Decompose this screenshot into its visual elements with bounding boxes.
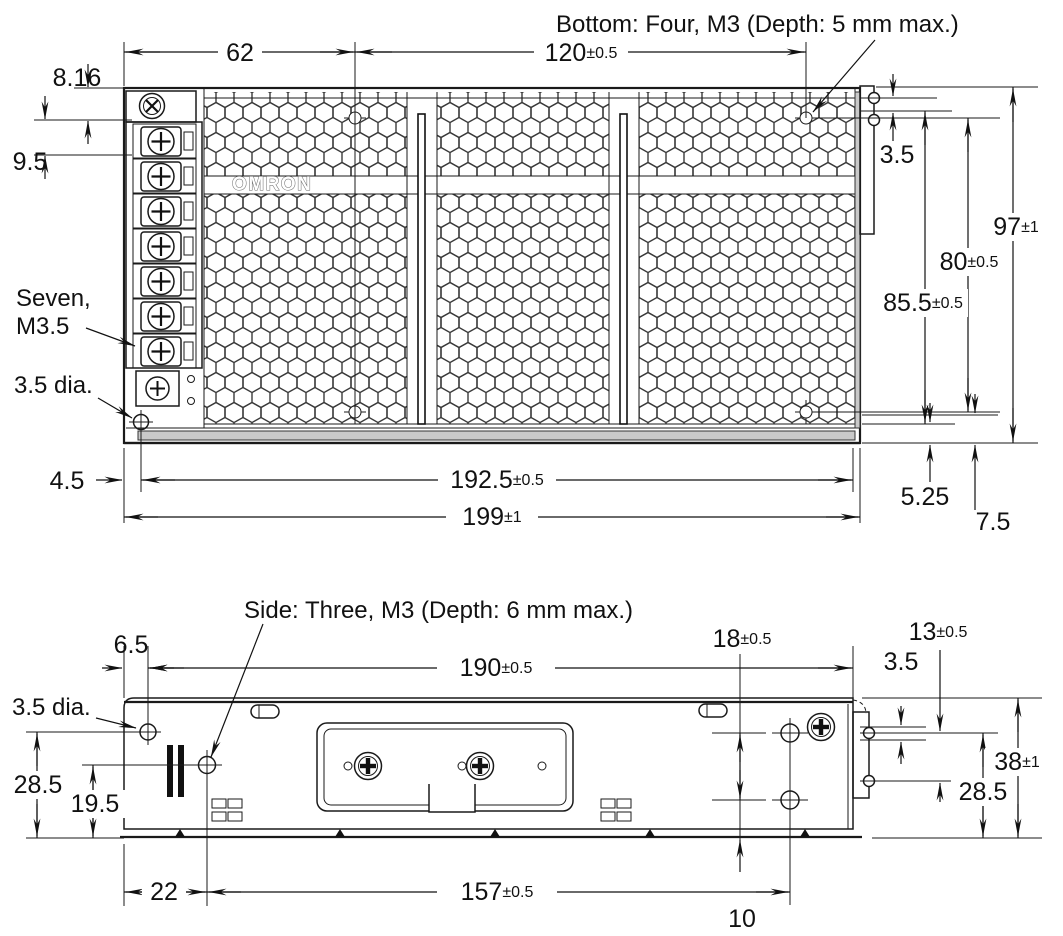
- feet: [175, 829, 810, 837]
- top-view: OMRON: [13, 11, 1046, 536]
- side-view-chassis-outline: [123, 697, 854, 830]
- vent-grid-right: [600, 798, 632, 822]
- top-pill-slots: [250, 703, 728, 719]
- terminal-block: [125, 90, 203, 437]
- callout-side-holes: Side: Three, M3 (Depth: 6 mm max.): [244, 597, 633, 624]
- vent-slot-bar: [178, 745, 184, 797]
- bottom-edge-strip: [137, 430, 856, 441]
- dim-62: 62: [226, 39, 254, 67]
- side-view-dimensions: Side: Three, M3 (Depth: 6 mm max.) 6.5 1…: [10, 597, 1049, 933]
- side-view: Side: Three, M3 (Depth: 6 mm max.) 6.5 1…: [10, 597, 1049, 933]
- dim-3.5-side: 3.5: [884, 648, 919, 676]
- dim-28.5-right: 28.5: [959, 778, 1008, 806]
- dim-5.25: 5.25: [901, 483, 950, 511]
- ground-screw-block: [125, 90, 197, 123]
- dim-19.5: 19.5: [71, 790, 120, 818]
- dim-18: 18±0.5: [713, 625, 772, 653]
- side-corner-hole: [135, 719, 161, 745]
- dim-97: 97±1: [993, 213, 1039, 241]
- dim-8.16: 8.16: [53, 64, 102, 92]
- top-view-dimensions: Bottom: Four, M3 (Depth: 5 mm max.) 62 1…: [13, 11, 1046, 536]
- callout-seven-line2: M3.5: [16, 313, 69, 340]
- callout-seven-line1: Seven,: [16, 285, 91, 312]
- corner-mounting-hole: [129, 410, 153, 434]
- callout-hole-top: 3.5 dia.: [14, 372, 93, 399]
- dim-199: 199±1: [462, 503, 522, 531]
- vent-slot-bar: [167, 745, 173, 797]
- side-screw: [806, 712, 836, 742]
- dim-190: 190±0.5: [460, 654, 533, 682]
- dim-192.5: 192.5±0.5: [450, 466, 544, 494]
- dim-38: 38±1: [994, 748, 1040, 776]
- ground-screw-icon: [138, 92, 166, 120]
- vent-mesh: [203, 88, 856, 428]
- dim-85.5: 85.5±0.5: [883, 289, 963, 317]
- dim-13: 13±0.5: [909, 618, 968, 646]
- dim-157: 157±0.5: [461, 878, 534, 906]
- dim-22: 22: [150, 878, 178, 906]
- din-bracket-top-view: [854, 85, 881, 429]
- callout-bottom-holes: Bottom: Four, M3 (Depth: 5 mm max.): [556, 11, 959, 38]
- dim-4.5: 4.5: [50, 467, 85, 495]
- din-rail-recess: [316, 722, 574, 814]
- callout-hole-side: 3.5 dia.: [12, 694, 91, 721]
- voltage-adjuster: [135, 370, 195, 407]
- dim-6.5: 6.5: [114, 631, 149, 659]
- dim-10: 10: [728, 905, 756, 933]
- dim-3.5-top: 3.5: [880, 141, 915, 169]
- din-bracket-side-view: [852, 699, 876, 799]
- right-tapped-holes: [772, 718, 808, 905]
- divider-bar: [417, 113, 426, 425]
- omron-logo: OMRON: [232, 174, 312, 195]
- dim-28.5-left: 28.5: [14, 771, 63, 799]
- dim-7.5: 7.5: [976, 508, 1011, 536]
- dim-120: 120±0.5: [545, 39, 618, 67]
- dim-80: 80±0.5: [940, 248, 999, 276]
- dim-9.5: 9.5: [13, 148, 48, 176]
- vent-grid-left: [211, 798, 243, 822]
- divider-bar: [619, 113, 628, 425]
